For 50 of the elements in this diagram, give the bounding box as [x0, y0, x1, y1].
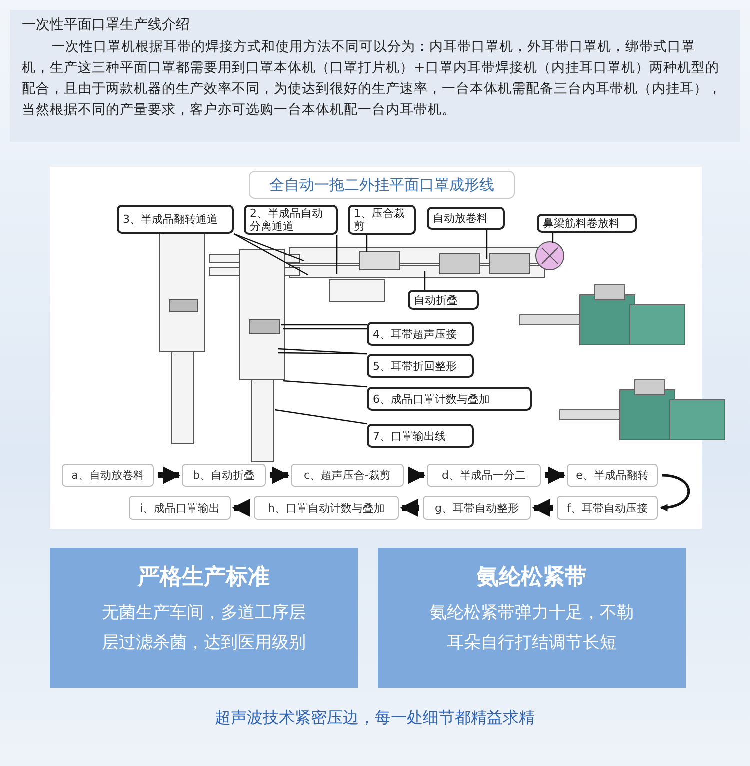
process-step: a、自动放卷料 [62, 464, 154, 487]
process-step: c、超声压合-裁剪 [291, 464, 404, 487]
process-step: d、半成品一分二 [427, 464, 541, 487]
leader-line [282, 380, 368, 388]
callout-label: 7、口罩输出线 [367, 424, 474, 448]
feature-card [50, 548, 358, 688]
callout-label: 自动放卷料 [427, 207, 505, 230]
callout-label: 自动折叠 [408, 290, 479, 310]
leader-line [336, 235, 338, 274]
callout-label: 5、耳带折回整形 [367, 354, 474, 378]
arrow [400, 499, 419, 517]
process-step: g、耳带自动整形 [423, 496, 531, 520]
leader-line [234, 233, 304, 262]
callout-label: 鼻梁筋料卷放料 [537, 214, 637, 233]
callout-label: 6、成品口罩计数与叠加 [367, 387, 532, 411]
page-title: 一次性平面口罩生产线介绍 [22, 16, 190, 34]
arrow [232, 499, 250, 517]
drawing-title: 全自动一拖二外挂平面口罩成形线 [249, 171, 515, 199]
arrow [532, 499, 553, 517]
arrow [660, 474, 690, 512]
callout-label: 4、耳带超声压接 [367, 322, 474, 346]
callout-label: 3、半成品翻转通道 [117, 205, 234, 234]
process-step: h、口罩自动计数与叠加 [254, 496, 399, 520]
arrow [158, 466, 181, 484]
card-text: 无菌生产车间，多道工序层层过滤杀菌，达到医用级别 [101, 602, 307, 655]
leader-line [278, 352, 367, 355]
leader-line [234, 233, 308, 276]
intro-paragraph: 一次性口罩机根据耳带的焊接方式和使用方法不同可以分为：内耳带口罩机，外耳带口罩机，绑带式口罩机，生产这三种平面口罩都需要用到口罩本体机（口罩打片机）+口罩内耳带焊接机（内挂耳口罩机）两种机型的配合，且由于两款机器的生产效率不同，为使达到很好的生产速率，一台本体机需配备三台内耳带机（内挂耳），当然根据不同的产量要求，客户亦可选购一台本体机配一台内耳带机。 [22, 38, 722, 120]
leader-line [486, 230, 488, 259]
leader-line [274, 409, 368, 425]
leader-line [552, 233, 554, 243]
process-step: i、成品口罩输出 [129, 496, 231, 520]
leader-line [283, 328, 367, 330]
leader-line [424, 271, 426, 290]
card-text: 氨纶松紧带弹力十足，不勒耳朵自行打结调节长短 [429, 602, 635, 655]
process-step: f、耳带自动压接 [557, 496, 658, 520]
arrow [270, 466, 290, 484]
leader-line [281, 324, 367, 326]
arrow [545, 466, 566, 484]
process-step: b、自动折叠 [182, 464, 266, 487]
leader-line [278, 348, 368, 355]
callout-label: 1、压合裁剪 [348, 205, 416, 235]
arrow [408, 466, 426, 484]
callout-label: 2、半成品自动分离通道 [244, 205, 338, 235]
leader-line [366, 235, 368, 252]
card-heading: 严格生产标准 [136, 564, 271, 592]
feature-card [378, 548, 686, 688]
process-step: e、半成品翻转 [567, 464, 658, 487]
card-heading: 氨纶松紧带 [476, 564, 588, 592]
tagline: 超声波技术紧密压边，每一处细节都精益求精 [215, 708, 535, 727]
